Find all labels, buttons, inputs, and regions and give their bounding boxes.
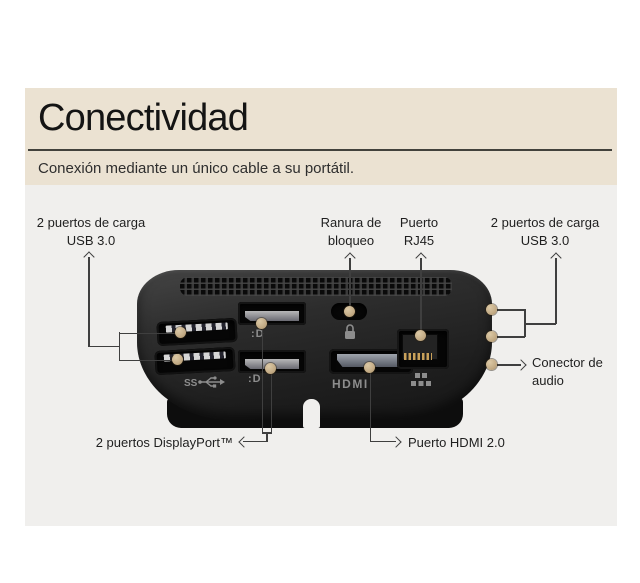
- leader-line: [555, 258, 557, 324]
- callout-lock-label: Ranura de bloqueo: [320, 215, 382, 248]
- dot-audio: [486, 359, 497, 370]
- vent-grille: [180, 277, 452, 296]
- dot-displayport-1: [256, 318, 267, 329]
- dock-cable-notch: [303, 399, 320, 428]
- leader-line: [118, 332, 120, 361]
- leader-line: [524, 309, 526, 337]
- hdmi-logo: HDMI: [332, 377, 369, 391]
- dot-usb-right-1: [486, 304, 497, 315]
- displayport-logo-icon: :D: [248, 373, 262, 385]
- dot-usb-left-1: [175, 327, 186, 338]
- leader-line: [370, 440, 396, 442]
- leader-line: [88, 345, 119, 347]
- usb-superspeed-icon: SS: [184, 376, 225, 389]
- leader-line: [266, 432, 268, 442]
- leader-line: [497, 336, 525, 338]
- dot-lock: [344, 306, 355, 317]
- padlock-icon: [345, 324, 355, 339]
- rj45-pins: [404, 353, 432, 360]
- callout-audio-label: Conector de audio: [532, 355, 603, 388]
- header-band: Conectividad: [25, 88, 617, 185]
- network-icon: [411, 373, 431, 386]
- callout-rj45-label: Puerto RJ45: [399, 215, 439, 248]
- leader-line: [497, 364, 521, 366]
- dot-usb-left-2: [172, 354, 183, 365]
- dot-hdmi: [364, 362, 375, 373]
- page-title: Conectividad: [38, 97, 249, 139]
- leader-line: [88, 257, 90, 347]
- leader-line: [243, 440, 267, 442]
- leader-line: [270, 373, 272, 433]
- leader-line: [119, 332, 178, 334]
- leader-line: [420, 258, 422, 336]
- leader-line: [261, 328, 263, 433]
- dot-displayport-2: [265, 363, 276, 374]
- leader-line: [349, 258, 351, 312]
- leader-line: [369, 372, 371, 441]
- dot-usb-right-2: [486, 331, 497, 342]
- leader-line: [119, 359, 175, 361]
- hdmi-connector: [337, 354, 405, 367]
- callout-usb-left-label: 2 puertos de carga USB 3.0: [36, 215, 146, 248]
- displayport-port-1: [238, 302, 306, 325]
- callout-hdmi-label: Puerto HDMI 2.0: [408, 435, 505, 450]
- displayport-connector: [245, 311, 299, 321]
- leader-line: [497, 309, 525, 311]
- header-divider: [28, 149, 612, 151]
- callout-usb-right-label: 2 puertos de carga USB 3.0: [490, 215, 600, 248]
- page-subtitle: Conexión mediante un único cable a su po…: [38, 160, 355, 177]
- usb-port-2: [154, 346, 236, 376]
- callout-displayport-label: 2 puertos DisplayPort™: [95, 435, 233, 450]
- dot-rj45: [415, 330, 426, 341]
- usb-ss-text: SS: [184, 378, 198, 389]
- leader-line: [525, 323, 556, 325]
- displayport-logo-icon: :D: [251, 328, 265, 340]
